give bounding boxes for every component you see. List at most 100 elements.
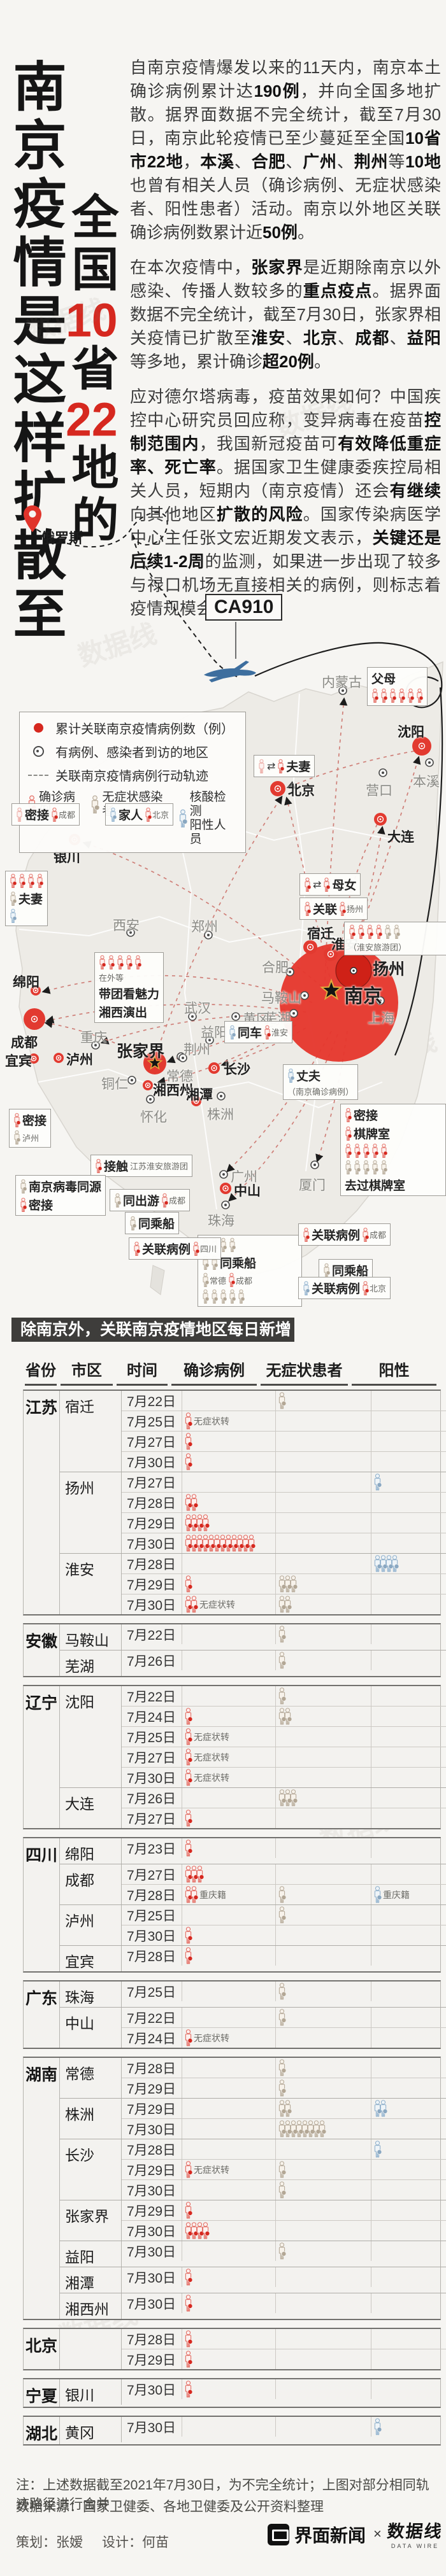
pos-cell bbox=[371, 1513, 446, 1533]
asym-cell bbox=[276, 2119, 371, 2139]
date-cell: 7月29日 bbox=[122, 2078, 182, 2098]
conf-cell bbox=[182, 2058, 276, 2078]
callout-smalltext: （淮安旅游团） bbox=[349, 943, 407, 952]
person-positive-icon bbox=[10, 908, 17, 923]
legend-item-visited: 有病例、感染者到访的地区 bbox=[27, 742, 238, 761]
callout-person bbox=[323, 877, 331, 892]
pos-cell bbox=[371, 2008, 446, 2027]
date-cell: 7月28日 bbox=[122, 1946, 182, 1966]
table-row: 7月29日 bbox=[122, 1574, 446, 1594]
callout-person bbox=[303, 1227, 310, 1242]
person-positive-icon bbox=[374, 2418, 382, 2435]
asym-cell bbox=[276, 1946, 371, 1966]
asym-cell bbox=[276, 1472, 371, 1492]
table-row: 7月26日 bbox=[122, 1788, 446, 1808]
pos-cell bbox=[371, 2028, 446, 2048]
callout-text: 丈夫 bbox=[296, 1070, 321, 1083]
date-cell: 7月29日 bbox=[122, 1574, 182, 1594]
callout-person-tagged: 成都 bbox=[228, 1272, 252, 1288]
callout-line: （南京确诊病例） bbox=[287, 1085, 354, 1097]
date-cell: 7月29日 bbox=[122, 2200, 182, 2220]
person-tag: 成都 bbox=[236, 1276, 253, 1286]
table-row: 7月29日 bbox=[122, 2349, 446, 2369]
asym-cell bbox=[276, 1925, 371, 1945]
callout-line: 同乘船 bbox=[129, 1214, 175, 1232]
callout-person bbox=[363, 1160, 370, 1175]
asym-cell bbox=[276, 1650, 371, 1670]
city-name: 中山 bbox=[60, 2008, 122, 2048]
person-asymptomatic-icon bbox=[92, 795, 100, 813]
city-label-中山: 中山 bbox=[234, 1184, 261, 1199]
person-confirmed-icon bbox=[17, 807, 22, 822]
person-tag: 成都 bbox=[370, 1230, 387, 1240]
person-confirmed-icon bbox=[117, 955, 124, 969]
city-name: 泸州 bbox=[60, 1905, 122, 1945]
callout-person bbox=[10, 873, 17, 889]
pos-cell bbox=[371, 1946, 446, 1966]
table-row: 7月28日 bbox=[122, 2058, 446, 2078]
callout-line: 湘西演出 bbox=[99, 1003, 159, 1020]
callout-text: 关联病例 bbox=[142, 1243, 191, 1256]
callout-line: 棋牌室 bbox=[345, 1125, 442, 1142]
map-callout-13: 接触江苏淮安旅游团 bbox=[90, 1155, 193, 1177]
person-confirmed-icon bbox=[185, 1453, 192, 1470]
person-confirmed-icon bbox=[185, 2330, 192, 2347]
city-name: 大连 bbox=[60, 1788, 122, 1828]
person-confirmed-icon bbox=[363, 1281, 370, 1295]
person-confirmed-icon bbox=[191, 1596, 198, 1613]
callout-line bbox=[345, 1143, 442, 1158]
conf-cell: 无症状转 bbox=[182, 1411, 276, 1431]
person-asymptomatic-icon bbox=[307, 2120, 315, 2137]
person-confirmed-icon bbox=[191, 1514, 198, 1531]
credit-designer: 设计：何苗 bbox=[102, 2535, 169, 2550]
city-label-株洲: 株洲 bbox=[207, 1108, 234, 1122]
city-name: 珠海 bbox=[60, 1981, 122, 2007]
callout-text: 关联 bbox=[313, 903, 338, 917]
city-label-怀化: 怀化 bbox=[140, 1110, 167, 1125]
person-asymptomatic-icon bbox=[278, 1906, 286, 1924]
date-cell: 7月27日 bbox=[122, 1864, 182, 1884]
asym-cell bbox=[276, 2160, 371, 2179]
date-cell: 7月26日 bbox=[122, 1650, 182, 1670]
city-rows: 7月28日 7月29日 bbox=[122, 2329, 446, 2369]
conf-cell bbox=[182, 1624, 276, 1644]
person-asymptomatic-icon bbox=[278, 2080, 286, 2097]
main-title-vertical: 南京疫情是这样扩散至 bbox=[6, 59, 66, 644]
person-positive-icon bbox=[288, 1068, 294, 1083]
date-cell: 7月27日 bbox=[122, 1432, 182, 1451]
table-section-title: 除南京外，关联南京疫情地区每日新增 bbox=[11, 1318, 294, 1342]
date-cell: 7月30日 bbox=[122, 1925, 182, 1945]
jiemian-news-logo: 界面新闻 bbox=[268, 2522, 366, 2547]
column-header-6: 阳性 bbox=[352, 1356, 436, 1386]
city-rows: 7月28日 7月29日 无症状转 7月30日 bbox=[122, 2139, 446, 2200]
callout-text: 同乘船 bbox=[220, 1257, 257, 1270]
city-group: 7月28日 7月29日 bbox=[60, 2329, 446, 2369]
callout-text: 同乘船 bbox=[138, 1218, 175, 1231]
map-callout-16: 同乘船 bbox=[125, 1212, 180, 1234]
person-confirmed-icon bbox=[231, 1535, 238, 1552]
person-confirmed-icon bbox=[191, 1535, 198, 1552]
province-name: 四川 bbox=[24, 1838, 60, 1971]
person-confirmed-icon bbox=[208, 1535, 215, 1552]
table-row: 7月27日 bbox=[122, 1432, 446, 1452]
table-row: 7月25日 bbox=[122, 1981, 446, 2001]
city-rows: 7月22日 7月24日 无症状转 bbox=[122, 2008, 446, 2048]
person-confirmed-icon bbox=[340, 901, 347, 916]
asym-cell bbox=[276, 1533, 371, 1553]
arrow-glyph: ⇄ bbox=[313, 879, 322, 890]
callout-line bbox=[202, 1289, 298, 1304]
legend-person-b: 核酸检测 阳性人员 bbox=[178, 791, 238, 846]
asym-cell bbox=[276, 2180, 371, 2200]
person-confirmed-icon bbox=[191, 1886, 198, 1903]
callout-person-tagged: 成都 bbox=[161, 1193, 185, 1208]
pos-cell bbox=[371, 1452, 446, 1472]
city-label-马鞍山: 马鞍山 bbox=[261, 991, 301, 1006]
province-name: 湖北 bbox=[24, 2417, 60, 2444]
